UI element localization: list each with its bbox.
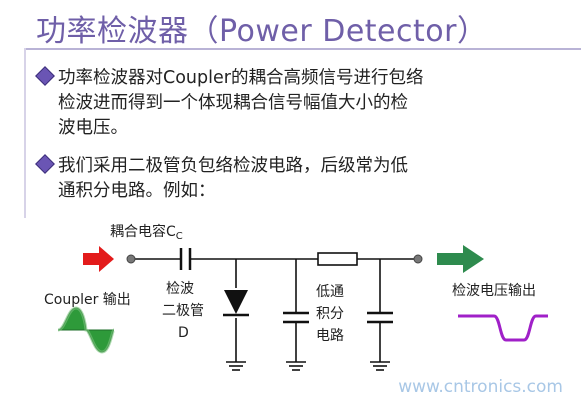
left-accent-line bbox=[24, 48, 26, 218]
title-underline bbox=[24, 48, 581, 50]
input-waveform-icon bbox=[57, 306, 116, 354]
bullet-2-line-2: 通积分电路。例如： bbox=[58, 181, 216, 201]
ground-icon bbox=[286, 361, 306, 371]
bullet-1-line-1: 功率检波器对Coupler的耦合高频信号进行包络 bbox=[58, 68, 424, 88]
bullet-1-line-3: 波电压。 bbox=[58, 118, 128, 138]
slide-title: 功率检波器（Power Detector） bbox=[36, 14, 488, 49]
bullet-1: 功率检波器对Coupler的耦合高频信号进行包络 检波进而得到一个体现耦合信号幅… bbox=[35, 66, 424, 141]
output-arrow-icon bbox=[437, 245, 484, 273]
input-terminal bbox=[126, 254, 136, 264]
diode-label-3: D bbox=[178, 325, 189, 341]
input-label: Coupler 输出 bbox=[44, 292, 131, 308]
filter-label-1: 低通 bbox=[316, 284, 344, 300]
diode-label-1: 检波 bbox=[166, 281, 194, 297]
ground-icon bbox=[370, 361, 390, 371]
filter-label-3: 电路 bbox=[316, 328, 344, 344]
diode-label-2: 二极管 bbox=[162, 303, 204, 319]
bullet-2: 我们采用二极管负包络检波电路，后级常为低 通积分电路。例如： bbox=[35, 154, 408, 204]
filter-capacitor-2-icon bbox=[367, 311, 393, 324]
output-terminal bbox=[413, 254, 423, 264]
ground-icon bbox=[226, 361, 246, 371]
watermark: www.cntronics.com bbox=[398, 377, 563, 397]
input-arrow-icon bbox=[83, 246, 114, 272]
filter-capacitor-1-icon bbox=[283, 311, 309, 324]
cap-label: 耦合电容CC bbox=[110, 223, 183, 242]
diode-icon bbox=[223, 290, 249, 317]
circuit-wires bbox=[131, 258, 418, 362]
filter-label-2: 积分 bbox=[316, 306, 344, 322]
coupling-capacitor-icon bbox=[179, 248, 192, 270]
bullet-2-line-1: 我们采用二极管负包络检波电路，后级常为低 bbox=[58, 156, 408, 176]
output-label: 检波电压输出 bbox=[452, 283, 536, 299]
resistor-icon bbox=[317, 252, 358, 266]
bullet-1-line-2: 检波进而得到一个体现耦合信号幅值大小的检 bbox=[58, 93, 408, 113]
output-waveform-icon bbox=[458, 314, 548, 342]
